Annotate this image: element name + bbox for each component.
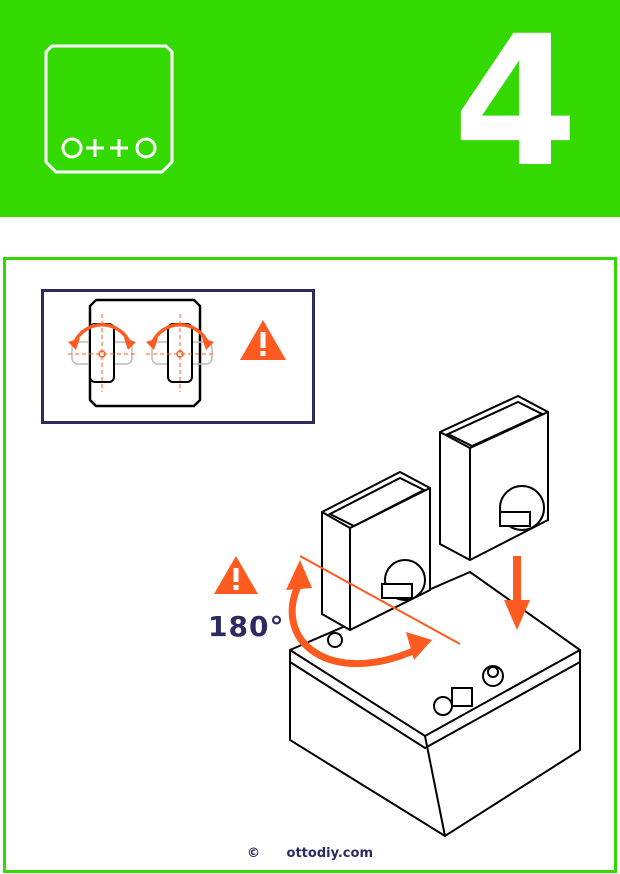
footer: © ottodiy.com bbox=[0, 846, 620, 861]
warning-triangle-icon bbox=[240, 320, 286, 360]
otto-logo bbox=[44, 44, 174, 174]
detail-inset bbox=[41, 289, 315, 424]
servo-horn-detail bbox=[68, 298, 286, 408]
servo-base-block bbox=[289, 570, 581, 838]
header-banner: 4 bbox=[0, 0, 620, 217]
copyright-symbol: © bbox=[247, 846, 260, 861]
insert-down-arrow bbox=[504, 556, 530, 630]
rotation-angle-label: 180° bbox=[208, 610, 285, 643]
site-link[interactable]: ottodiy.com bbox=[286, 846, 373, 861]
left-servo-bracket bbox=[321, 470, 431, 632]
step-number: 4 bbox=[452, 0, 578, 207]
warning-triangle-icon bbox=[214, 556, 258, 594]
rotate-arrows-icon bbox=[68, 338, 80, 350]
right-servo-bracket bbox=[439, 394, 549, 562]
instruction-frame bbox=[3, 257, 617, 873]
rotate-180-arrow bbox=[286, 560, 432, 668]
